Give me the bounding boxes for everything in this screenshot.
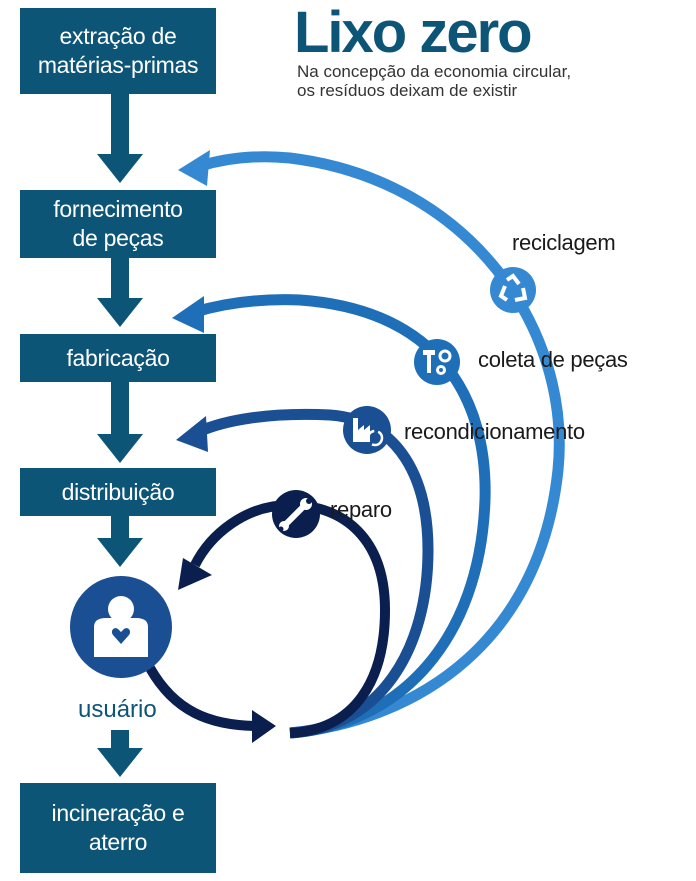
- arrowhead-coleta: [172, 296, 204, 333]
- arrowhead-recondicionamento: [176, 416, 208, 452]
- step-label: incineração e aterro: [51, 800, 185, 855]
- arrowhead-reparo: [178, 558, 212, 590]
- step-fabricacao: fabricação: [20, 334, 216, 382]
- step-label: fabricação: [66, 344, 170, 371]
- factory-refresh-icon: [343, 406, 391, 454]
- arrow-usuario-to-loops: [145, 665, 276, 743]
- step-extracao: extração de matérias-primas: [20, 8, 216, 94]
- step-usuario-label: usuário: [78, 696, 157, 723]
- step-label: distribuição: [61, 478, 175, 505]
- loop-label-coleta: coleta de peças: [478, 347, 628, 372]
- parts-gears-icon: [414, 339, 460, 385]
- arrowhead-reciclagem: [178, 150, 210, 186]
- step-fornecimento: fornecimento de peças: [20, 190, 216, 258]
- step-label: fornecimento de peças: [53, 196, 183, 251]
- user-icon: [70, 576, 172, 678]
- loop-label-reparo: reparo: [330, 497, 392, 522]
- loop-reciclagem: [178, 150, 565, 739]
- loop-reparo: [178, 499, 391, 738]
- loop-label-reciclagem: reciclagem: [512, 230, 616, 255]
- arrow-distribuicao-to-usuario: [97, 516, 143, 567]
- step-label: extração de matérias-primas: [37, 23, 199, 78]
- arrow-usuario-to-incineracao: [97, 730, 143, 777]
- arrow-fornecimento-to-fabricacao: [97, 258, 143, 327]
- page-title: Lixo zero: [294, 0, 533, 65]
- arrow-fabricacao-to-distribuicao: [97, 382, 143, 463]
- loop-recondicionamento: [176, 408, 434, 739]
- loop-coleta: [172, 294, 491, 739]
- page-subtitle: Na concepção da economia circular, os re…: [297, 62, 572, 100]
- arrow-extracao-to-fornecimento: [97, 94, 143, 183]
- wrench-icon: [272, 490, 320, 538]
- step-distribuicao: distribuição: [20, 468, 216, 516]
- flow-arrows: [97, 94, 143, 777]
- loop-label-recondicionamento: recondicionamento: [404, 419, 585, 444]
- step-incineracao: incineração e aterro: [20, 783, 216, 873]
- recycle-icon: [490, 267, 536, 313]
- heart-icon: [111, 628, 131, 644]
